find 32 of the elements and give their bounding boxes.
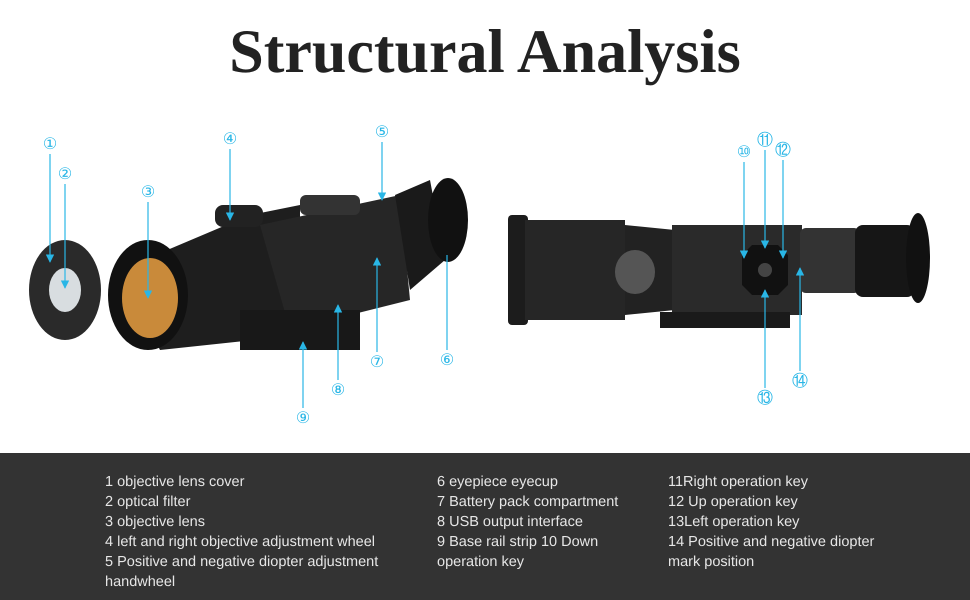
leader-line bbox=[226, 149, 234, 221]
legend-entry: 11Right operation key bbox=[668, 473, 809, 492]
legend-entry: 13Left operation key bbox=[668, 513, 800, 532]
callout-number: ⑪ bbox=[756, 131, 774, 149]
legend-entry: 14 Positive and negative diopter mark position bbox=[668, 533, 876, 572]
legend-entry: 3 objective lens bbox=[105, 513, 206, 532]
leader-line bbox=[760, 289, 770, 388]
legend-entry: 5 Positive and negative diopter adjustment handwheel bbox=[105, 553, 380, 592]
leader-line bbox=[46, 154, 54, 263]
leader-line bbox=[778, 160, 788, 259]
title: Structural Analysis bbox=[228, 17, 742, 88]
legend-entry: 12 Up operation key bbox=[668, 493, 799, 512]
leader-line bbox=[378, 142, 386, 201]
legend-entry: 9 Base rail strip 10 Down operation key bbox=[437, 533, 600, 572]
leader-line bbox=[334, 304, 342, 380]
legend-entry: 7 Battery pack compartment bbox=[437, 493, 620, 512]
legend-entry: 4 left and right objective adjustment wheel bbox=[105, 533, 376, 552]
callout-number: ⑭ bbox=[791, 372, 809, 390]
leader-line bbox=[796, 267, 804, 371]
leader-line bbox=[298, 341, 308, 408]
leader-line bbox=[760, 150, 770, 249]
leader-line bbox=[372, 257, 382, 352]
leader-line bbox=[144, 202, 152, 299]
legend-entry: 1 objective lens cover bbox=[105, 473, 246, 492]
callout-number: ⑬ bbox=[756, 389, 774, 407]
legend-entry: 8 USB output interface bbox=[437, 513, 584, 532]
callout-number: ⑫ bbox=[774, 141, 792, 159]
leader-line bbox=[60, 184, 70, 289]
leader-line bbox=[446, 255, 448, 350]
leader-line bbox=[740, 162, 748, 259]
legend-entry: 2 optical filter bbox=[105, 493, 192, 512]
legend-entry: 6 eyepiece eyecup bbox=[437, 473, 559, 492]
